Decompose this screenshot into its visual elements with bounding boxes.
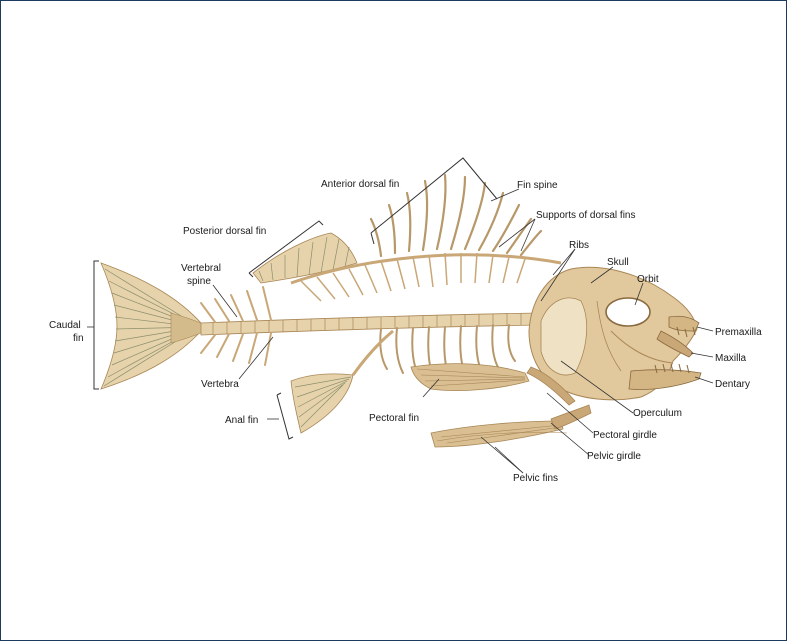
- label-vertebral-spine-2: spine: [187, 276, 211, 287]
- label-ribs: Ribs: [569, 240, 589, 251]
- label-premaxilla: Premaxilla: [715, 327, 762, 338]
- vertebral-column: [201, 313, 541, 335]
- label-supports-of-dorsal-fins: Supports of dorsal fins: [536, 210, 636, 221]
- label-posterior-dorsal-fin: Posterior dorsal fin: [183, 226, 266, 237]
- label-vertebra: Vertebra: [201, 379, 239, 390]
- label-orbit: Orbit: [637, 274, 659, 285]
- label-pectoral-girdle: Pectoral girdle: [593, 430, 657, 441]
- label-maxilla: Maxilla: [715, 353, 747, 364]
- label-vertebral-spine-1: Vertebral: [181, 263, 221, 274]
- label-caudal-fin-2: fin: [73, 333, 84, 344]
- label-operculum: Operculum: [633, 408, 682, 419]
- label-pectoral-fin: Pectoral fin: [369, 413, 419, 424]
- skull: [527, 267, 701, 405]
- label-caudal-fin-1: Caudal: [49, 320, 81, 331]
- pelvic-girdle: [551, 405, 591, 429]
- label-skull: Skull: [607, 257, 629, 268]
- premaxilla: [669, 316, 699, 331]
- label-pelvic-girdle: Pelvic girdle: [587, 451, 641, 462]
- label-fin-spine: Fin spine: [517, 180, 558, 191]
- label-anal-fin: Anal fin: [225, 415, 258, 426]
- orbit: [606, 298, 650, 326]
- label-dentary: Dentary: [715, 379, 750, 390]
- pectoral-fin: [411, 364, 529, 391]
- pelvic-fins: [431, 421, 567, 447]
- label-pelvic-fins: Pelvic fins: [513, 473, 558, 484]
- dentary: [629, 370, 701, 390]
- label-anterior-dorsal-fin: Anterior dorsal fin: [321, 179, 399, 190]
